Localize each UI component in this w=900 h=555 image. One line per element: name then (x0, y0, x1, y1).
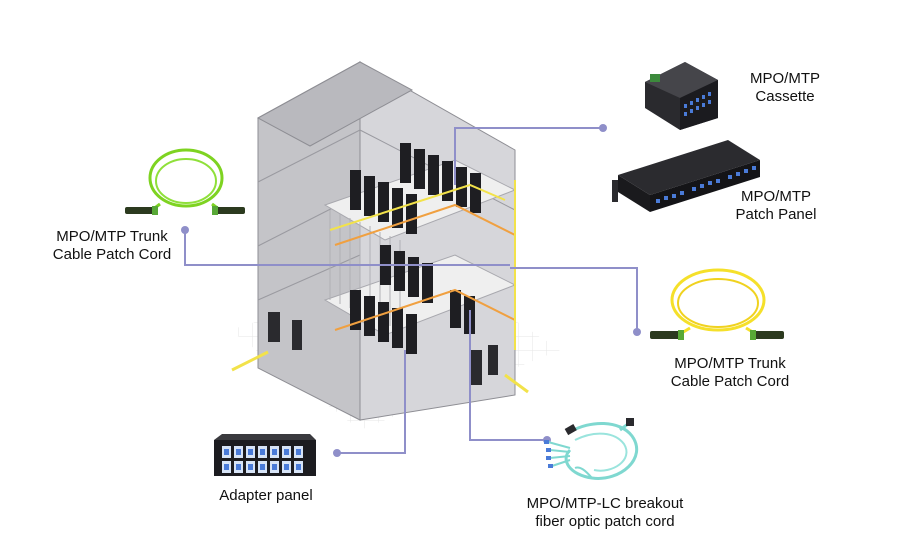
connector-lines (184, 127, 638, 454)
cassette-label-line-2: Cassette (755, 88, 815, 105)
lc-adapter-panel-icon (214, 434, 316, 476)
trunk-left-label-line-2: Cable Patch Cord (52, 246, 172, 263)
adapter-panel-label: Adapter panel (196, 487, 336, 505)
green-fiber-trunk-cable-icon (125, 148, 245, 215)
yellow-fiber-trunk-cable-icon (650, 268, 784, 340)
mpo-cassette-icon (645, 62, 718, 130)
trunk-right-label-line-1: MPO/MTP Trunk (674, 355, 786, 372)
patch-panel-label-line-1: MPO/MTP (741, 188, 811, 205)
adapter-panel-label-line-1: Adapter panel (219, 487, 313, 504)
cassette-label-line-1: MPO/MTP (750, 70, 820, 87)
aqua-breakout-cable-icon (544, 418, 639, 480)
connector-breakout (469, 310, 547, 441)
connector-trunk-left (184, 230, 510, 266)
trunk-left-label-line-1: MPO/MTP Trunk (56, 228, 168, 245)
patch-panel-label: MPO/MTP Patch Panel (716, 188, 836, 224)
breakout-label-line-2: fiber optic patch cord (535, 513, 675, 530)
breakout-label: MPO/MTP-LC breakout fiber optic patch co… (500, 495, 710, 531)
rack-patch-panel-icon (612, 140, 760, 212)
patch-panel-label-line-2: Patch Panel (735, 206, 817, 223)
breakout-label-line-1: MPO/MTP-LC breakout (526, 495, 684, 512)
cassette-label: MPO/MTP Cassette (730, 70, 840, 106)
connector-cassette (454, 127, 603, 185)
trunk-right-label-line-2: Cable Patch Cord (670, 373, 790, 390)
datacenter-building-icon (231, 61, 529, 421)
connector-adapter-panel (337, 350, 406, 454)
trunk-right-label: MPO/MTP Trunk Cable Patch Cord (642, 355, 818, 391)
connector-trunk-right (510, 267, 638, 332)
trunk-left-label: MPO/MTP Trunk Cable Patch Cord (26, 228, 198, 264)
